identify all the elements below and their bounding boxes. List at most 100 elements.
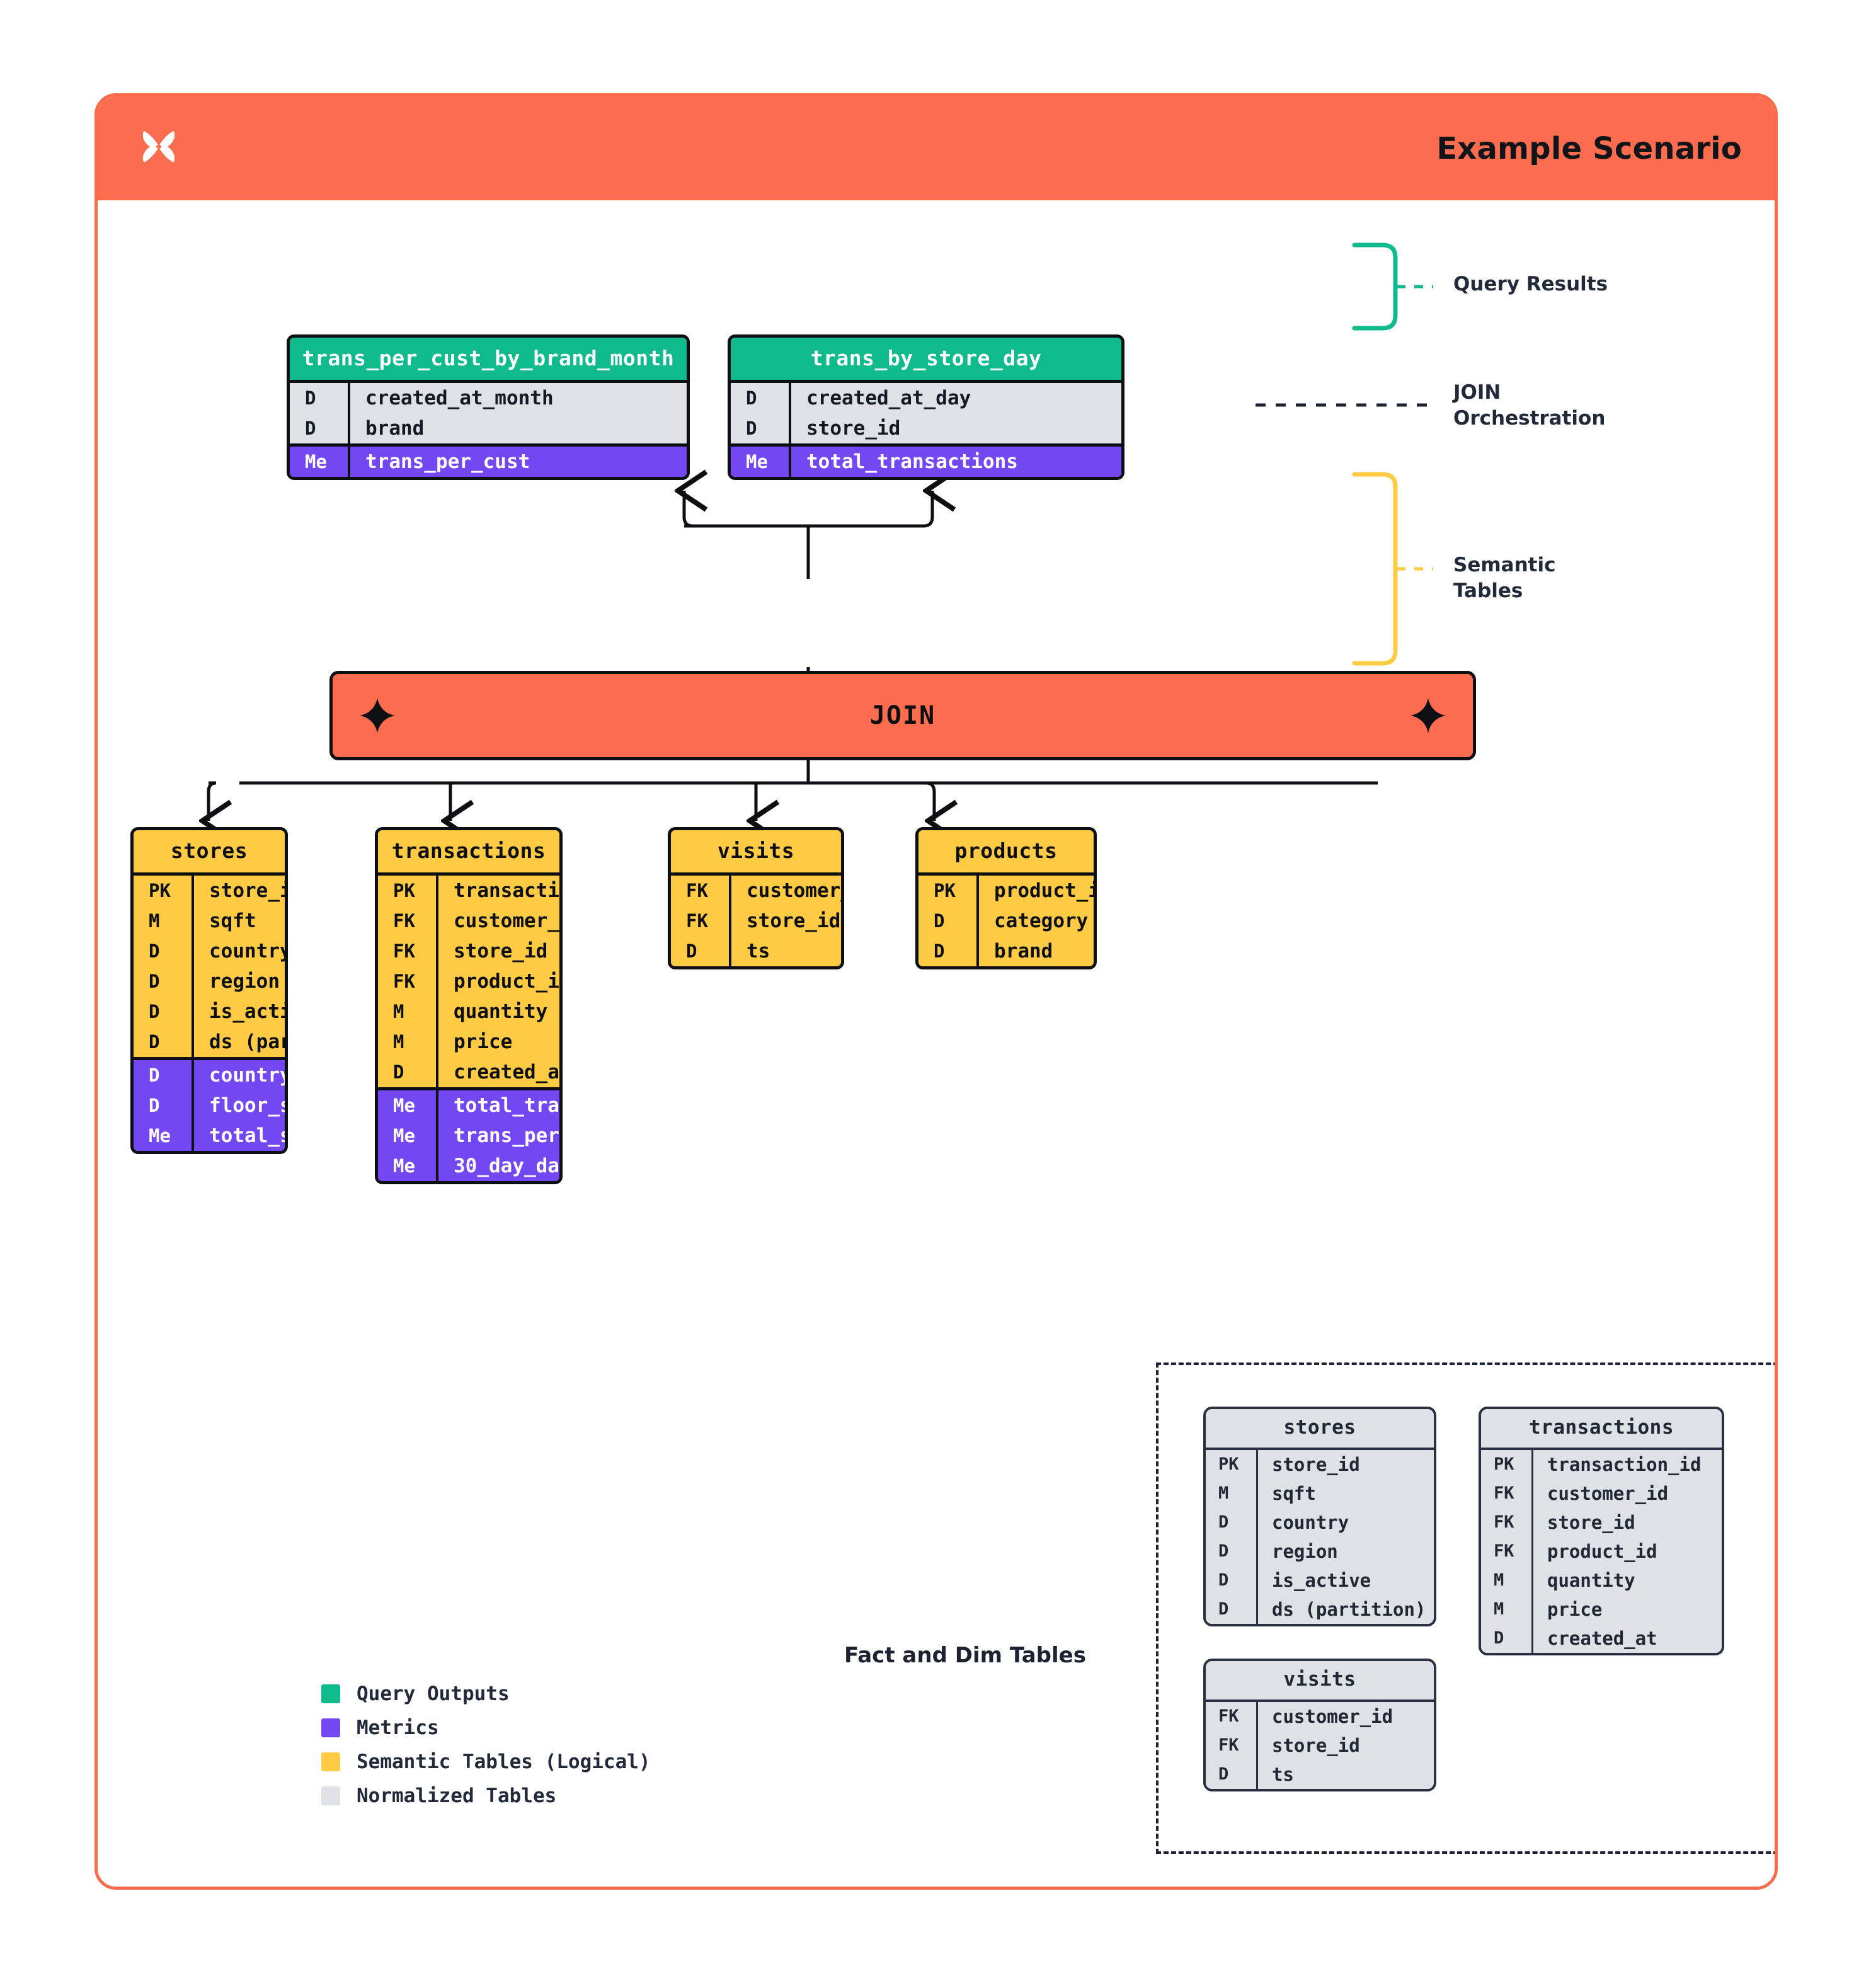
row-key: D (1218, 1512, 1229, 1533)
row-value: store_id (192, 875, 285, 906)
row-value: created_at (436, 1056, 559, 1087)
join-orchestration-bar[interactable]: JOIN (329, 671, 1476, 760)
row-key: M (393, 1031, 404, 1053)
metric-section: Me total_transactions (731, 443, 1121, 477)
table-row: Me trans_per_cust (290, 446, 687, 477)
row-key: Me (746, 450, 768, 472)
row-key: D (686, 940, 697, 962)
row-key: D (149, 1000, 160, 1022)
fact-dim-group-box (1156, 1362, 1775, 1854)
page-title: Example Scenario (1436, 130, 1742, 166)
row-value: transaction_id (1531, 1449, 1722, 1479)
legend-swatch-semantic-tables (321, 1752, 340, 1771)
table-row: Me total_transactions (731, 446, 1121, 477)
legend-item: Normalized Tables (321, 1785, 651, 1807)
legend-swatch-normalized-tables (321, 1786, 340, 1805)
row-value: ds (partition) (192, 1026, 285, 1057)
row-key: FK (1218, 1735, 1239, 1756)
row-value: customer_id (729, 875, 841, 906)
row-key: M (149, 910, 160, 932)
row-key: D (1218, 1541, 1229, 1562)
sparkle-icon (360, 698, 395, 733)
table-row: FK product_id (378, 966, 559, 997)
row-key: FK (686, 910, 708, 932)
row-key: FK (393, 940, 415, 962)
dimension-section: D created_at_day D store_id (731, 382, 1121, 443)
legend-label: Semantic Tables (Logical) (357, 1751, 651, 1773)
row-key: D (746, 417, 757, 439)
row-key: D (746, 387, 757, 409)
query-results-bracket (1352, 243, 1398, 331)
row-key: M (1218, 1483, 1229, 1504)
row-value: total_stores (192, 1120, 285, 1151)
row-value: region (1256, 1536, 1434, 1566)
row-value: created_at_month (348, 382, 687, 413)
row-value: country (1256, 1507, 1434, 1537)
row-value: region (192, 966, 285, 997)
annotation-query-results: Query Results (1453, 273, 1608, 295)
table-title: trans_per_cust_by_brand_month (290, 338, 687, 383)
row-key: D (1218, 1599, 1229, 1620)
row-value: product_id (436, 966, 559, 997)
row-key: FK (1218, 1706, 1239, 1727)
row-value: 30_day_dat (436, 1150, 559, 1181)
legend-item: Semantic Tables (Logical) (321, 1751, 651, 1773)
row-key: FK (1494, 1541, 1514, 1562)
row-key: Me (393, 1124, 415, 1146)
row-key: D (149, 1064, 160, 1086)
row-value: total_transactions (789, 446, 1121, 477)
row-key: FK (1494, 1483, 1514, 1504)
row-key: FK (393, 970, 415, 992)
legend-label: Normalized Tables (357, 1785, 557, 1807)
row-value: store_id (789, 413, 1121, 443)
row-key: Me (149, 1124, 171, 1146)
row-key: D (149, 1094, 160, 1116)
row-value: trans_per_cust (348, 446, 687, 477)
table-title: transactions (378, 830, 559, 876)
semantic-tables-bracket (1352, 472, 1398, 666)
row-key: D (149, 940, 160, 962)
legend-swatch-metrics (321, 1718, 340, 1737)
row-value: customer_id (1256, 1701, 1434, 1731)
row-value: store_id (729, 905, 841, 936)
row-value: brand (348, 413, 687, 443)
row-value: store_id (436, 935, 559, 966)
row-key: FK (393, 910, 415, 932)
query-result-table-1[interactable]: trans_by_store_day D created_at_day D st… (728, 334, 1124, 480)
row-value: is_active (192, 996, 285, 1027)
row-value: total_transactions (436, 1090, 559, 1121)
query-result-table-0[interactable]: trans_per_cust_by_brand_month D created_… (287, 334, 690, 480)
